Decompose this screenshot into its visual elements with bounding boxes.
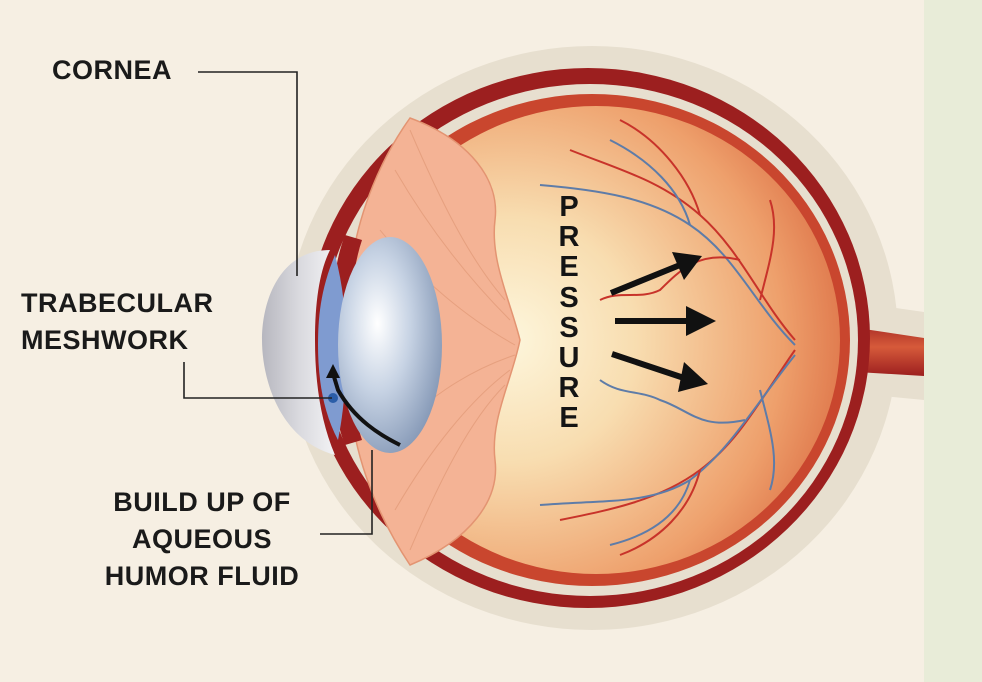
trabecular-label-line-2: MESHWORK	[21, 322, 213, 359]
cornea-leader-line	[198, 72, 297, 276]
pressure-letter: U	[552, 343, 586, 373]
aqueous-label-line-1: BUILD UP OF	[86, 484, 318, 521]
pressure-letter: R	[552, 373, 586, 403]
pressure-letter: E	[552, 403, 586, 433]
trabecular-meshwork-label: TRABECULAR MESHWORK	[21, 285, 213, 359]
aqueous-humor-label: BUILD UP OF AQUEOUS HUMOR FLUID	[86, 484, 318, 595]
pressure-letter: P	[552, 192, 586, 222]
lens	[338, 237, 442, 453]
cornea-label: CORNEA	[52, 52, 172, 89]
pressure-letter: S	[552, 313, 586, 343]
trabecular-label-line-1: TRABECULAR	[21, 285, 213, 322]
pressure-label: P R E S S U R E	[552, 192, 586, 434]
cornea-label-text: CORNEA	[52, 52, 172, 89]
pressure-letter: E	[552, 252, 586, 282]
aqueous-label-line-3: HUMOR FLUID	[86, 558, 318, 595]
pressure-letter: R	[552, 222, 586, 252]
pressure-letter: S	[552, 283, 586, 313]
aqueous-label-line-2: AQUEOUS	[86, 521, 318, 558]
